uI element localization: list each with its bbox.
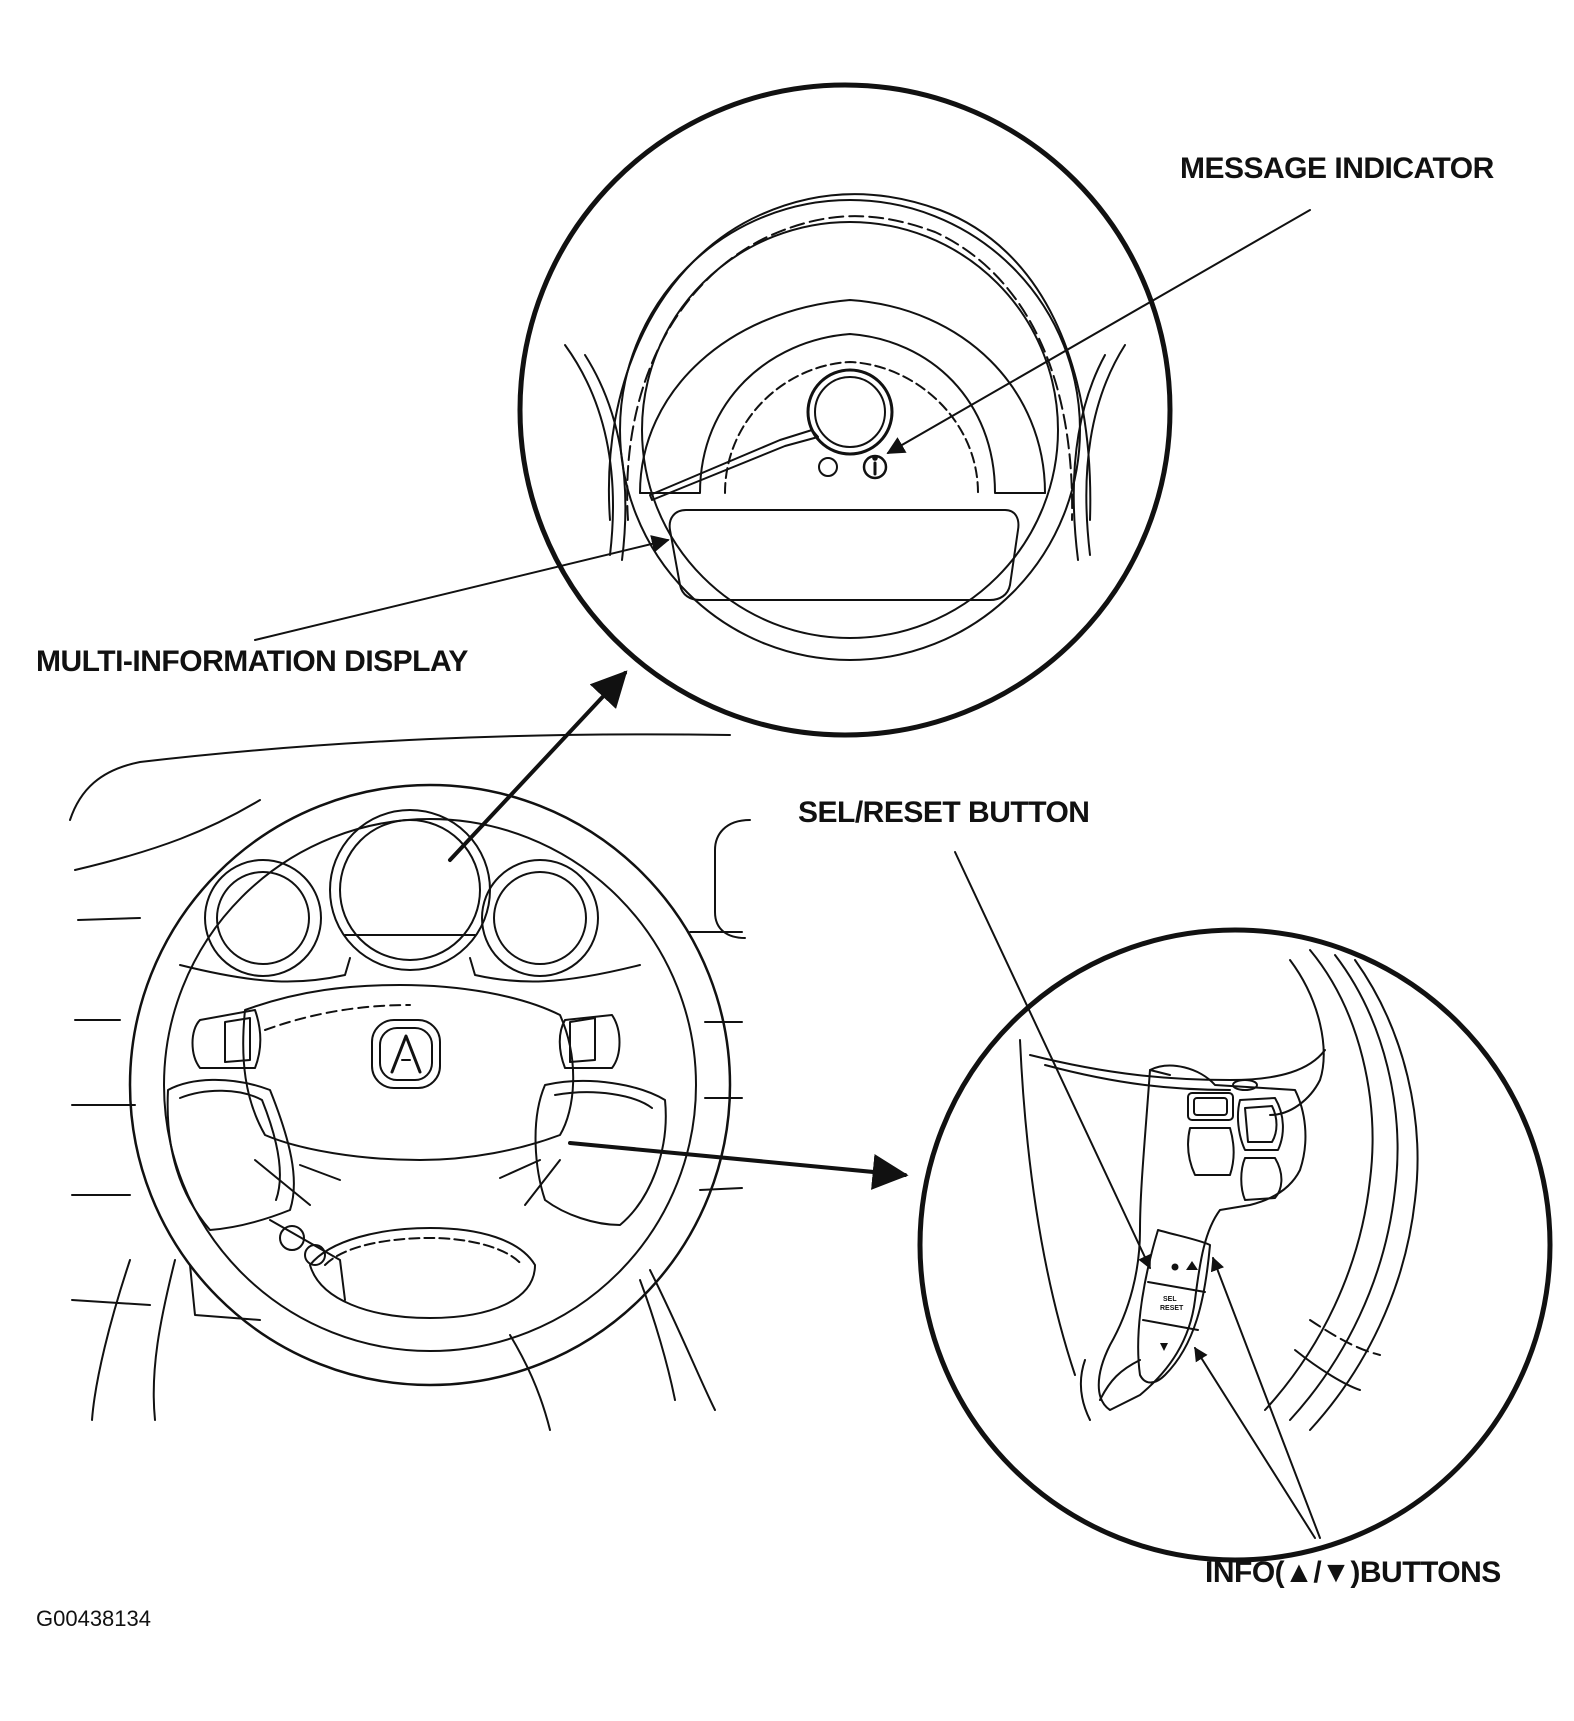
multi-information-display-label: MULTI-INFORMATION DISPLAY: [36, 645, 468, 678]
info-buttons-label: INFO(▲/▼)BUTTONS: [1205, 1556, 1501, 1589]
sel-text: SEL: [1163, 1296, 1177, 1303]
down-triangle-icon: [1160, 1343, 1168, 1351]
acura-logo: [371, 1019, 441, 1089]
reset-text: RESET: [1160, 1305, 1184, 1312]
info-icon: [862, 454, 888, 480]
up-triangle-icon: [1186, 1261, 1198, 1270]
message-indicator-label: MESSAGE INDICATOR: [1180, 152, 1494, 185]
sel-reset-button-label: SEL/RESET BUTTON: [798, 796, 1090, 829]
gauge-zoom-circle: [517, 82, 1173, 738]
switch-zoom-circle: [917, 927, 1553, 1563]
figure-code: G00438134: [36, 1606, 151, 1631]
dashboard: [69, 733, 751, 1431]
steering-wheel: [128, 783, 732, 1387]
leader-lines: [254, 209, 1321, 1539]
switch-markings: SEL RESET: [1160, 1261, 1198, 1351]
multi-information-display: [668, 509, 1020, 601]
